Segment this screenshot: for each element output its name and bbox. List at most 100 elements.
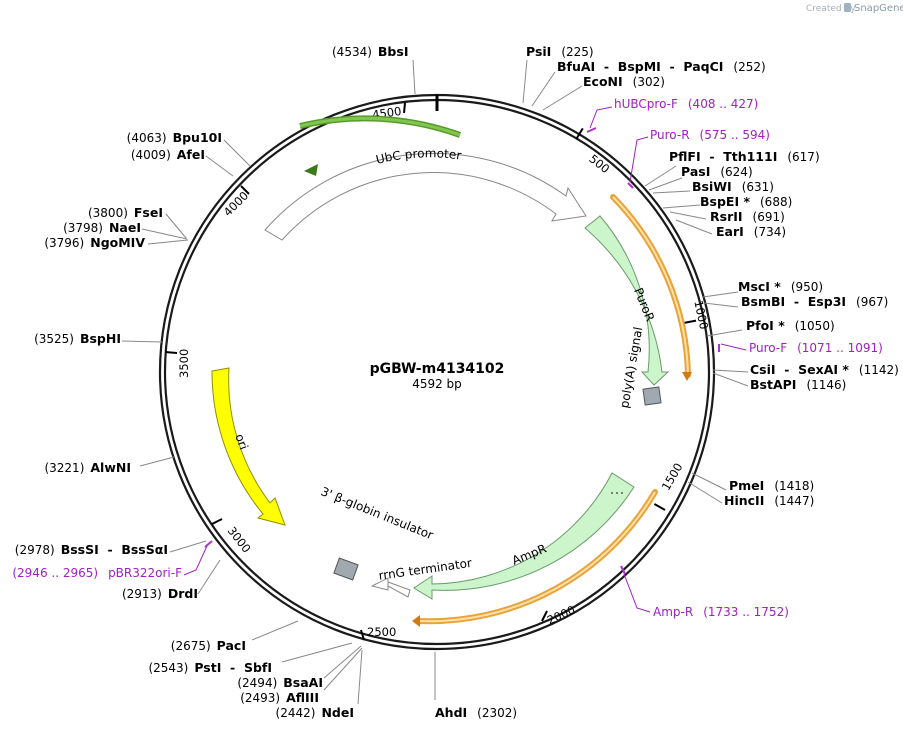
tick-label-2500: 2500 xyxy=(367,625,396,639)
site-leader-lines xyxy=(121,59,749,705)
leader-msci xyxy=(702,291,739,298)
ampr-dot xyxy=(611,492,613,494)
feature-rrng-terminator[interactable] xyxy=(370,577,411,598)
leader-afliii xyxy=(323,647,363,691)
site-bsaai[interactable]: (2494)BsaAI xyxy=(237,675,323,690)
plasmid-length: 4592 bp xyxy=(412,377,462,391)
site-afliii[interactable]: (2493)AflIII xyxy=(240,690,319,705)
leader-bsssi xyxy=(169,540,207,553)
leader-naei xyxy=(141,228,188,240)
feature-puror[interactable] xyxy=(584,215,670,386)
site-psii[interactable]: PsiI(225) xyxy=(526,44,594,59)
site-psti[interactable]: (2543)PstI - SbfI xyxy=(148,660,272,675)
site-bsiwi[interactable]: BsiWI(631) xyxy=(692,179,774,194)
feature-label-beta-globin-insulator: 3' β-globin insulator xyxy=(319,484,435,542)
site-ahdi[interactable]: AhdI(2302) xyxy=(435,705,517,720)
site-paci[interactable]: (2675)PacI xyxy=(171,638,246,653)
site-bfuai[interactable]: BfuAI - BspMI - PaqCI(252) xyxy=(557,59,766,74)
site-bstapi[interactable]: BstAPI(1146) xyxy=(750,377,846,392)
site-ngomiv[interactable]: (3796)NgoMIV xyxy=(44,235,145,250)
backbone xyxy=(158,93,716,651)
leader-psti xyxy=(281,642,353,663)
leader-puro-r xyxy=(629,136,649,183)
feature-polya-signal[interactable] xyxy=(642,386,662,406)
tick-label-2000: 2000 xyxy=(545,603,577,628)
site-bbsi[interactable]: (4534)BbsI xyxy=(332,44,408,59)
ubc-primer-arrowhead-icon xyxy=(304,164,318,176)
tick-label-3500: 3500 xyxy=(177,349,191,378)
puro-primer-band-inner xyxy=(612,196,689,376)
leader-pfoi xyxy=(706,329,743,337)
feature-ori[interactable] xyxy=(211,367,286,526)
tick-2500 xyxy=(360,629,365,641)
leader-bbsi xyxy=(412,59,416,95)
pbr322ori-f-mark xyxy=(204,540,213,548)
leader-pmei xyxy=(691,472,727,491)
leader-pflfi xyxy=(644,165,677,187)
feature-label-puror: PuroR xyxy=(631,286,657,324)
leader-paci xyxy=(251,620,299,641)
primer-puro-r[interactable]: Puro-R(575 .. 594) xyxy=(650,128,770,142)
leader-afei xyxy=(205,155,234,177)
tick-4000 xyxy=(240,185,250,195)
leader-puro-f xyxy=(720,343,747,351)
ampr-dot xyxy=(616,492,618,494)
primer-pbr322ori-f[interactable]: (2946 .. 2965)pBR322ori-F xyxy=(12,566,182,580)
leader-psii xyxy=(522,59,528,104)
tick-4500 xyxy=(403,102,406,114)
leader-bstapi xyxy=(712,372,749,387)
leader-drdi xyxy=(197,559,221,595)
primer-hubcpro-f[interactable]: hUBCpro-F(408 .. 427) xyxy=(614,97,758,111)
leader-bsmbi xyxy=(703,302,739,308)
site-bsmbi[interactable]: BsmBI - Esp3I(967) xyxy=(741,294,888,309)
site-pmei[interactable]: PmeI(1418) xyxy=(729,478,814,493)
primer-leader-lines xyxy=(183,106,747,613)
leader-bsphi xyxy=(121,340,163,343)
tick-2000 xyxy=(541,610,548,622)
site-csii[interactable]: CsiI - SexAI *(1142) xyxy=(750,362,899,377)
site-ndei[interactable]: (2442)NdeI xyxy=(276,705,354,720)
restriction-sites: (4534)BbsI PsiI(225) BfuAI - BspMI - Paq… xyxy=(15,44,899,720)
puro-primer-arrowhead-icon xyxy=(682,372,692,381)
primer-amp-r[interactable]: Amp-R(1733 .. 1752) xyxy=(653,605,789,619)
tick-label-1000: 1000 xyxy=(691,299,711,331)
leader-bpu10i xyxy=(223,139,251,167)
leader-pasi xyxy=(648,177,683,191)
site-hincii[interactable]: HincII(1447) xyxy=(724,493,814,508)
site-fsei[interactable]: (3800)FseI xyxy=(88,205,163,220)
tick-label-1500: 1500 xyxy=(659,461,686,493)
plasmid-name: pGBW-m4134102 xyxy=(370,361,505,377)
site-msci[interactable]: MscI *(950) xyxy=(738,279,823,294)
site-pasi[interactable]: PasI(624) xyxy=(681,164,753,179)
watermark-created-by: Created by xyxy=(806,4,856,14)
amp-primer-arrowhead-icon xyxy=(412,615,420,627)
feature-beta-globin-insulator[interactable] xyxy=(333,557,359,581)
site-econi[interactable]: EcoNI(302) xyxy=(583,74,665,89)
site-bsphi[interactable]: (3525)BspHI xyxy=(34,331,121,346)
primer-puro-f[interactable]: Puro-F(1071 .. 1091) xyxy=(749,341,883,355)
site-bpu10i[interactable]: (4063)Bpu10I xyxy=(127,130,222,145)
tick-1000 xyxy=(683,319,697,324)
site-pfoi[interactable]: PfoI *(1050) xyxy=(746,318,835,333)
leader-eari xyxy=(675,219,713,235)
leader-pbr322ori-f xyxy=(183,545,208,576)
feature-ampr[interactable] xyxy=(413,472,635,600)
site-eari[interactable]: EarI(734) xyxy=(716,224,786,239)
site-bspei[interactable]: BspEI *(688) xyxy=(700,194,792,209)
leader-bsiwi xyxy=(652,190,691,194)
leader-ngomiv xyxy=(147,239,189,245)
amp-primer-band-inner xyxy=(417,491,656,623)
site-bsssi[interactable]: (2978)BssSI - BssSαI xyxy=(15,542,168,557)
feature-ubc-promoter[interactable] xyxy=(264,152,587,241)
leader-hincii xyxy=(687,481,723,504)
site-alwni[interactable]: (3221)AlwNI xyxy=(44,460,131,475)
site-pflfi[interactable]: PflFI - Tth111I(617) xyxy=(669,149,820,164)
watermark-brand: SnapGene xyxy=(854,3,903,14)
site-rsrii[interactable]: RsrII(691) xyxy=(710,209,785,224)
leader-bfuai xyxy=(531,71,556,107)
site-afei[interactable]: (4009)AfeI xyxy=(131,147,205,162)
site-naei[interactable]: (3798)NaeI xyxy=(63,220,141,235)
tick-3500 xyxy=(164,351,178,354)
site-drdi[interactable]: (2913)DrdI xyxy=(122,586,198,601)
